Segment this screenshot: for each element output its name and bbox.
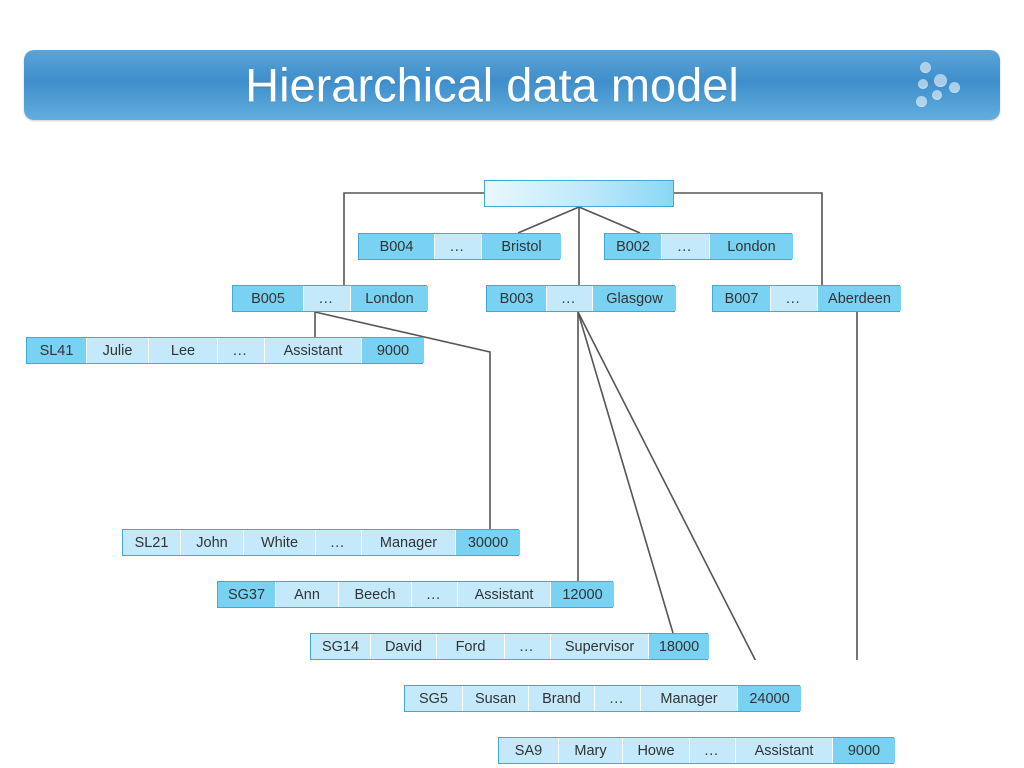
cell-b003-0: B003 <box>487 286 547 311</box>
cell-sl21-0: SL21 <box>123 530 181 555</box>
cell-b005-0: B005 <box>233 286 304 311</box>
cell-sg37-1: Ann <box>276 582 339 607</box>
cell-sl41-3: … <box>218 338 265 363</box>
page-title: Hierarchical data model <box>245 58 739 112</box>
cell-b004-1: … <box>435 234 482 259</box>
cell-sg14-3: … <box>505 634 551 659</box>
cell-sa9-4: Assistant <box>736 738 833 763</box>
cell-sg14-4: Supervisor <box>551 634 649 659</box>
edge-root-b007 <box>674 192 823 285</box>
cell-sa9-1: Mary <box>559 738 623 763</box>
slide-title-banner: Hierarchical data model <box>24 50 1000 120</box>
cell-b002-1: … <box>662 234 710 259</box>
cell-b002-0: B002 <box>605 234 662 259</box>
cell-sl41-4: Assistant <box>265 338 362 363</box>
edge-b003-sg5 <box>577 311 757 660</box>
cell-sg14-5: 18000 <box>649 634 709 659</box>
cell-sg5-3: … <box>595 686 641 711</box>
cell-sl21-5: 30000 <box>456 530 520 555</box>
cell-sg14-0: SG14 <box>311 634 371 659</box>
cell-sg5-1: Susan <box>463 686 529 711</box>
cell-sl41-0: SL41 <box>27 338 87 363</box>
cell-sg14-2: Ford <box>437 634 505 659</box>
cell-sl21-4: Manager <box>362 530 456 555</box>
edge-b005-sl21 <box>314 311 491 529</box>
cell-sa9-0: SA9 <box>499 738 559 763</box>
cell-b005-1: … <box>304 286 351 311</box>
cell-sg37-3: … <box>412 582 458 607</box>
cell-sg5-2: Brand <box>529 686 595 711</box>
cell-b007-1: … <box>771 286 818 311</box>
cell-b003-2: Glasgow <box>593 286 676 311</box>
cell-b003-1: … <box>547 286 593 311</box>
cell-sl41-2: Lee <box>149 338 218 363</box>
cell-sg5-4: Manager <box>641 686 738 711</box>
cell-sg37-5: 12000 <box>551 582 614 607</box>
cell-b004-0: B004 <box>359 234 435 259</box>
cell-sa9-3: … <box>690 738 736 763</box>
tree-node-b002[interactable]: B002…London <box>604 233 793 260</box>
cell-sl21-2: White <box>244 530 316 555</box>
tree-node-b004[interactable]: B004…Bristol <box>358 233 561 260</box>
cell-sa9-5: 9000 <box>833 738 895 763</box>
tree-node-root[interactable] <box>484 180 674 207</box>
tree-node-b005[interactable]: B005…London <box>232 285 428 312</box>
cell-sl41-1: Julie <box>87 338 149 363</box>
cell-sl41-5: 9000 <box>362 338 424 363</box>
cell-sl21-1: John <box>181 530 244 555</box>
cell-b005-2: London <box>351 286 428 311</box>
connector-lines <box>314 192 858 660</box>
edge-root-b004 <box>517 206 580 234</box>
cell-sg5-5: 24000 <box>738 686 801 711</box>
cell-sl21-3: … <box>316 530 362 555</box>
edge-root-b005 <box>343 192 484 285</box>
tree-node-b007[interactable]: B007…Aberdeen <box>712 285 901 312</box>
cell-sg5-0: SG5 <box>405 686 463 711</box>
cell-sg14-1: David <box>371 634 437 659</box>
edge-root-b002 <box>578 206 641 234</box>
cell-b004-2: Bristol <box>482 234 561 259</box>
cell-sa9-2: Howe <box>623 738 690 763</box>
cell-sg37-4: Assistant <box>458 582 551 607</box>
edge-b003-sg14 <box>577 311 674 634</box>
cell-b002-2: London <box>710 234 793 259</box>
dot-cluster-icon <box>906 62 962 110</box>
tree-node-b003[interactable]: B003…Glasgow <box>486 285 676 312</box>
cell-b007-2: Aberdeen <box>818 286 901 311</box>
cell-sg37-2: Beech <box>339 582 412 607</box>
cell-b007-0: B007 <box>713 286 771 311</box>
cell-sg37-0: SG37 <box>218 582 276 607</box>
